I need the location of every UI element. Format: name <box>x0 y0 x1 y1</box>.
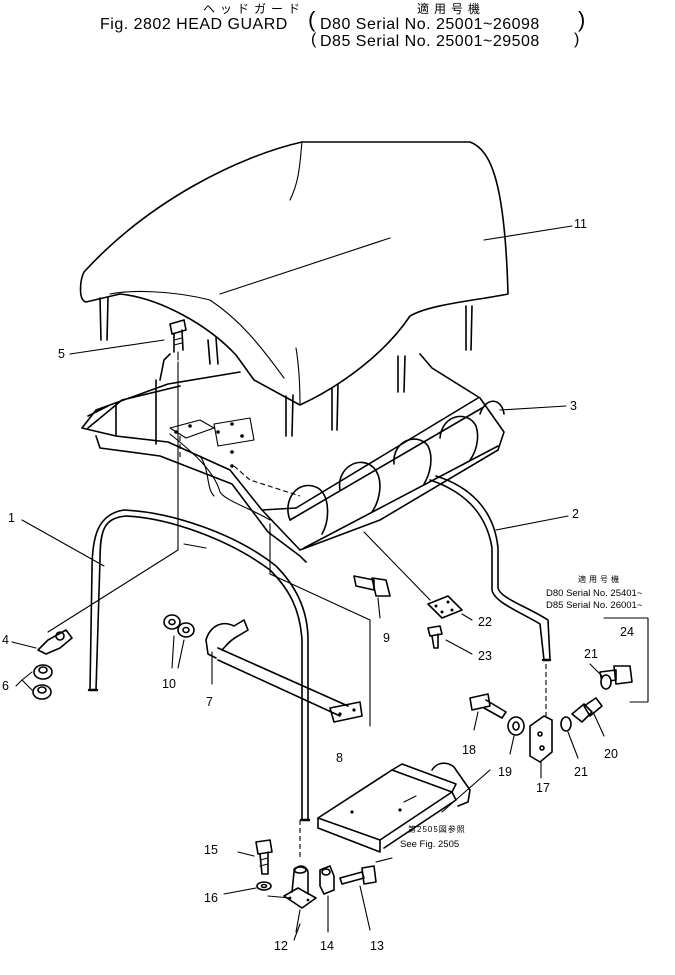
callout-11: 11 <box>574 217 587 231</box>
mounting-base <box>317 762 491 863</box>
note-box-part-24 <box>589 617 649 703</box>
jp-applicable-label: 適用号機 <box>417 2 486 16</box>
callout-21-bottom: 21 <box>574 765 588 779</box>
nut-part-14 <box>319 865 335 933</box>
callout-5: 5 <box>58 347 65 361</box>
leader-1 <box>21 519 105 567</box>
leader-5 <box>69 339 165 355</box>
callout-24: 24 <box>620 625 634 639</box>
callout-19: 19 <box>498 765 512 779</box>
nuts-part-6 <box>32 664 53 700</box>
leader-12 <box>293 923 301 941</box>
note-applicable-line-1: D80 Serial No. 25401~ <box>546 588 643 599</box>
callout-2: 2 <box>572 507 579 521</box>
callout-14: 14 <box>320 939 334 953</box>
callout-17: 17 <box>536 781 550 795</box>
header-paren-close-2: ) <box>574 31 580 48</box>
plate-part-22 <box>363 531 473 621</box>
bolt-part-13 <box>339 865 377 931</box>
header-paren-open-2: ( <box>311 31 317 48</box>
leader-3 <box>499 405 567 411</box>
washer-part-21 <box>560 716 579 759</box>
bolt-part-9 <box>353 575 391 619</box>
bolt-part-18 <box>469 693 507 731</box>
bolt-part-5 <box>169 319 187 361</box>
note-applicable-jp: 適用号機 <box>578 575 622 584</box>
leader-2 <box>495 515 569 531</box>
bracket-part-12 <box>267 865 317 933</box>
callout-3: 3 <box>570 399 577 413</box>
callout-13: 13 <box>370 939 384 953</box>
screw-part-23 <box>427 625 473 655</box>
bolt-part-15 <box>237 839 273 875</box>
header-paren-open-1: ( <box>308 7 316 32</box>
callout-8: 8 <box>336 751 343 765</box>
callout-4: 4 <box>2 633 9 647</box>
roof-canopy-part-11 <box>79 141 509 437</box>
pillar-part-1 <box>87 509 311 860</box>
leader-4 <box>11 641 37 649</box>
header-paren-close-1: ) <box>578 7 586 32</box>
callout-10: 10 <box>162 677 176 691</box>
note-see-fig-jp: 第2505図参照 <box>408 825 466 834</box>
clip-part-4 <box>37 629 73 655</box>
leader-6 <box>15 671 33 691</box>
nuts-part-10 <box>163 614 195 669</box>
callout-18: 18 <box>462 743 476 757</box>
pillar-part-2 <box>429 475 552 716</box>
note-applicable-line-2: D85 Serial No. 26001~ <box>546 600 643 611</box>
note-see-fig-en: See Fig. 2505 <box>400 839 460 850</box>
callout-16: 16 <box>204 891 218 905</box>
guard-frame-part-3 <box>81 353 505 563</box>
callout-15: 15 <box>204 843 218 857</box>
callout-21-top: 21 <box>584 647 598 661</box>
callout-6: 6 <box>2 679 9 693</box>
leader-11 <box>483 225 573 241</box>
bracket-part-17 <box>529 715 553 779</box>
callout-9: 9 <box>383 631 390 645</box>
callout-1: 1 <box>8 511 15 525</box>
callout-22: 22 <box>478 615 492 629</box>
serial-line-1: D80 Serial No. 25001~26098 <box>320 16 540 33</box>
callout-7: 7 <box>206 695 213 709</box>
jp-title: ヘッドガード <box>203 2 306 16</box>
callout-23: 23 <box>478 649 492 663</box>
callout-20: 20 <box>604 747 618 761</box>
clamp-part-7 <box>205 619 249 685</box>
washer-part-16 <box>223 881 272 895</box>
nut-part-19 <box>507 716 525 755</box>
figure-title: Fig. 2802 HEAD GUARD <box>100 16 288 33</box>
callout-12: 12 <box>274 939 288 953</box>
bolt-part-20 <box>571 697 605 737</box>
plate-part-8 <box>217 647 363 723</box>
serial-line-2: D85 Serial No. 25001~29508 <box>320 33 540 50</box>
